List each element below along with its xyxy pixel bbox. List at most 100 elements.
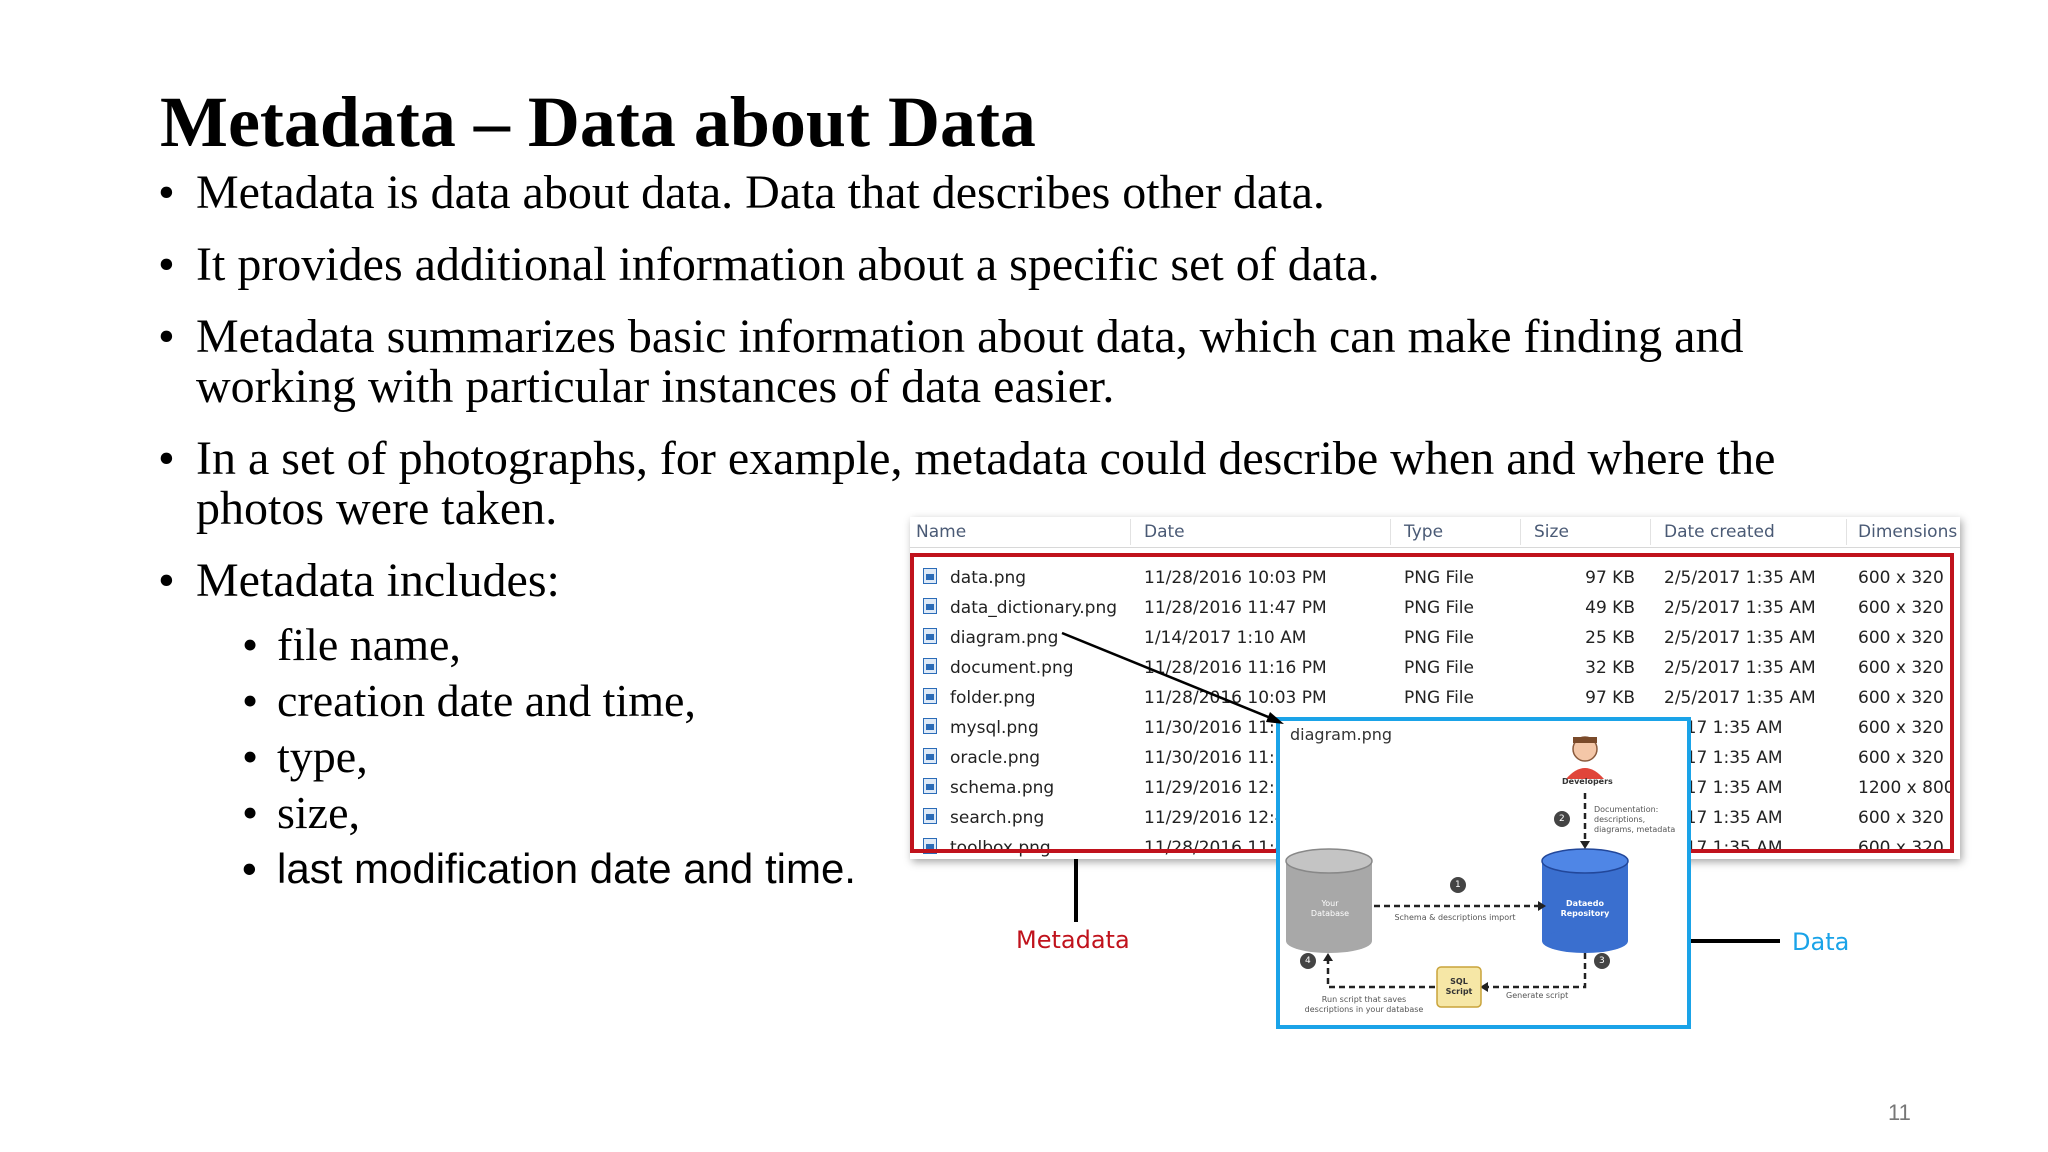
file-size: 25 KB [1585, 628, 1635, 648]
file-name: schema.png [950, 778, 1055, 798]
file-type: PNG File [1404, 658, 1474, 678]
file-date: 11/28/2016 11:4 [1144, 838, 1286, 858]
image-file-icon [923, 808, 937, 824]
generate-script-label: Generate script [1506, 991, 1569, 1000]
image-file-icon [923, 748, 937, 764]
sql-script-label: SQL Script [1445, 977, 1473, 996]
file-dims: 1200 x 800 [1858, 778, 1955, 798]
bullet-text: Metadata includes: [196, 554, 560, 607]
file-name: toolbox.png [950, 838, 1051, 858]
file-dims: 600 x 320 [1858, 718, 1944, 738]
file-dims: 600 x 320 [1858, 658, 1944, 678]
image-file-icon [923, 718, 937, 734]
image-file-icon [923, 568, 937, 584]
file-type: PNG File [1404, 568, 1474, 588]
file-created: 2017 1:35 AM [1664, 778, 1783, 798]
file-created: 2/5/2017 1:35 AM [1664, 568, 1816, 588]
sub-bullet-text: size, [277, 787, 361, 838]
diagram-preview: diagram.png [1276, 717, 1691, 1029]
file-row[interactable]: schema.png 11/29/2016 12:3 2017 1:35 AM 120… [910, 773, 1960, 803]
your-database-icon [1285, 848, 1373, 953]
file-dims: 600 x 320 [1858, 628, 1944, 648]
file-name: mysql.png [950, 718, 1039, 738]
file-dims: 600 x 320 [1858, 748, 1944, 768]
step-2: 2 [1559, 814, 1565, 824]
column-header-type: Type [1404, 522, 1444, 542]
explorer-header: Name Date Type Size Date created Dimensi… [910, 517, 1960, 548]
column-header-date: Date [1144, 522, 1185, 542]
bullet-text: photos were taken. [196, 482, 558, 535]
repository-icon [1541, 848, 1629, 953]
developer-icon [1566, 736, 1604, 779]
bullet-text: working with particular instances of dat… [196, 360, 1115, 413]
file-dims: 600 x 320 [1858, 838, 1944, 858]
step-3: 3 [1599, 956, 1605, 966]
file-date: 1/14/2017 1:10 AM [1144, 628, 1307, 648]
bullet-text: In a set of photographs, for example, me… [196, 432, 1776, 485]
column-header-name: Name [916, 522, 967, 542]
file-dims: 600 x 320 [1858, 598, 1944, 618]
bullet-text: It provides additional information about… [196, 238, 1380, 291]
slide-title: Metadata – Data about Data [160, 82, 1036, 162]
file-created: 2/5/2017 1:35 AM [1664, 628, 1816, 648]
file-dims: 600 x 320 [1858, 688, 1944, 708]
image-file-icon [923, 688, 937, 704]
file-name: data.png [950, 568, 1027, 588]
image-file-icon [923, 658, 937, 674]
column-header-dimensions: Dimensions [1858, 522, 1958, 542]
diagram-title: diagram.png [1290, 725, 1393, 744]
file-date: 11/28/2016 10:03 PM [1144, 568, 1327, 588]
step-4: 4 [1305, 956, 1311, 966]
bullet-text: Metadata summarizes basic information ab… [196, 310, 1744, 363]
sql-script-icon [1436, 966, 1482, 1008]
file-created: 2/5/2017 1:35 AM [1664, 688, 1816, 708]
image-file-icon [923, 598, 937, 614]
diagram-graphic [1285, 736, 1629, 1008]
file-name: oracle.png [950, 748, 1041, 768]
file-type: PNG File [1404, 598, 1474, 618]
sub-bullet-text: file name, [277, 619, 461, 670]
file-created: 2/5/2017 1:35 AM [1664, 598, 1816, 618]
sub-bullet-text: last modification date and time. [277, 845, 856, 892]
run-script-label: Run script that saves descriptions in yo… [1304, 995, 1424, 1014]
file-name: folder.png [950, 688, 1036, 708]
file-type: PNG File [1404, 628, 1474, 648]
image-file-icon [923, 628, 937, 644]
file-size: 97 KB [1585, 688, 1635, 708]
file-created: 2017 1:35 AM [1664, 808, 1783, 828]
file-created: 2017 1:35 AM [1664, 718, 1783, 738]
file-size: 32 KB [1585, 658, 1635, 678]
file-row[interactable]: data.png 11/28/2016 10:03 PM PNG File 97 KB… [910, 563, 1960, 593]
file-date: 11/28/2016 11:16 PM [1144, 658, 1327, 678]
page-number: 11 [1888, 1100, 1911, 1125]
column-header-date-created: Date created [1664, 522, 1775, 542]
file-created: 2017 1:35 AM [1664, 748, 1783, 768]
documentation-note: Documentation: descriptions, diagrams, m… [1594, 805, 1676, 834]
file-row[interactable]: document.png 11/28/2016 11:16 PM PNG File 3… [910, 653, 1960, 683]
file-name: document.png [950, 658, 1074, 678]
file-name: data_dictionary.png [950, 598, 1118, 618]
file-dims: 600 x 320 [1858, 568, 1944, 588]
file-size: 49 KB [1585, 598, 1635, 618]
your-database-label: Your Database [1310, 899, 1350, 918]
data-label: Data [1792, 928, 1850, 956]
column-header-size: Size [1534, 522, 1569, 542]
sub-bullet-text: creation date and time, [277, 675, 696, 726]
sub-bullet-text: type, [277, 731, 368, 782]
file-date: 11/29/2016 12:3 [1144, 778, 1286, 798]
file-type: PNG File [1404, 688, 1474, 708]
file-size: 97 KB [1585, 568, 1635, 588]
image-file-icon [923, 778, 937, 794]
metadata-label: Metadata [1016, 926, 1130, 954]
developers-label: Developers [1562, 777, 1613, 786]
bullet-text: Metadata is data about data. Data that d… [196, 166, 1325, 219]
file-date: 11/29/2016 12:4 [1144, 808, 1286, 828]
